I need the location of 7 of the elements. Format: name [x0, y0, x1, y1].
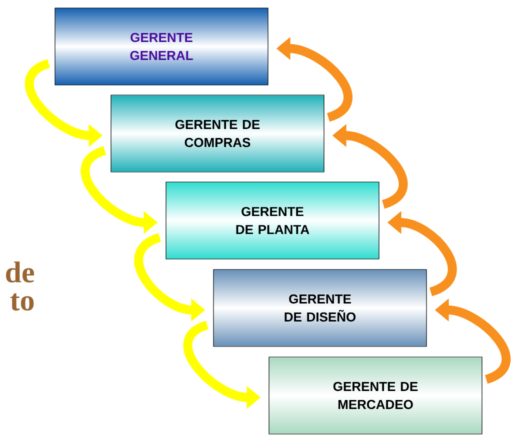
- process-box: GERENTE DE PLANTA: [166, 182, 380, 260]
- process-box: GERENTE DE DISEÑO: [213, 269, 427, 347]
- process-box: GERENTE GENERAL: [54, 8, 268, 86]
- side-text: de: [6, 261, 34, 283]
- process-box: GERENTE DE COMPRAS: [110, 94, 324, 172]
- process-box: GERENTE DE MERCADEO: [268, 356, 482, 434]
- side-text: to: [10, 293, 34, 311]
